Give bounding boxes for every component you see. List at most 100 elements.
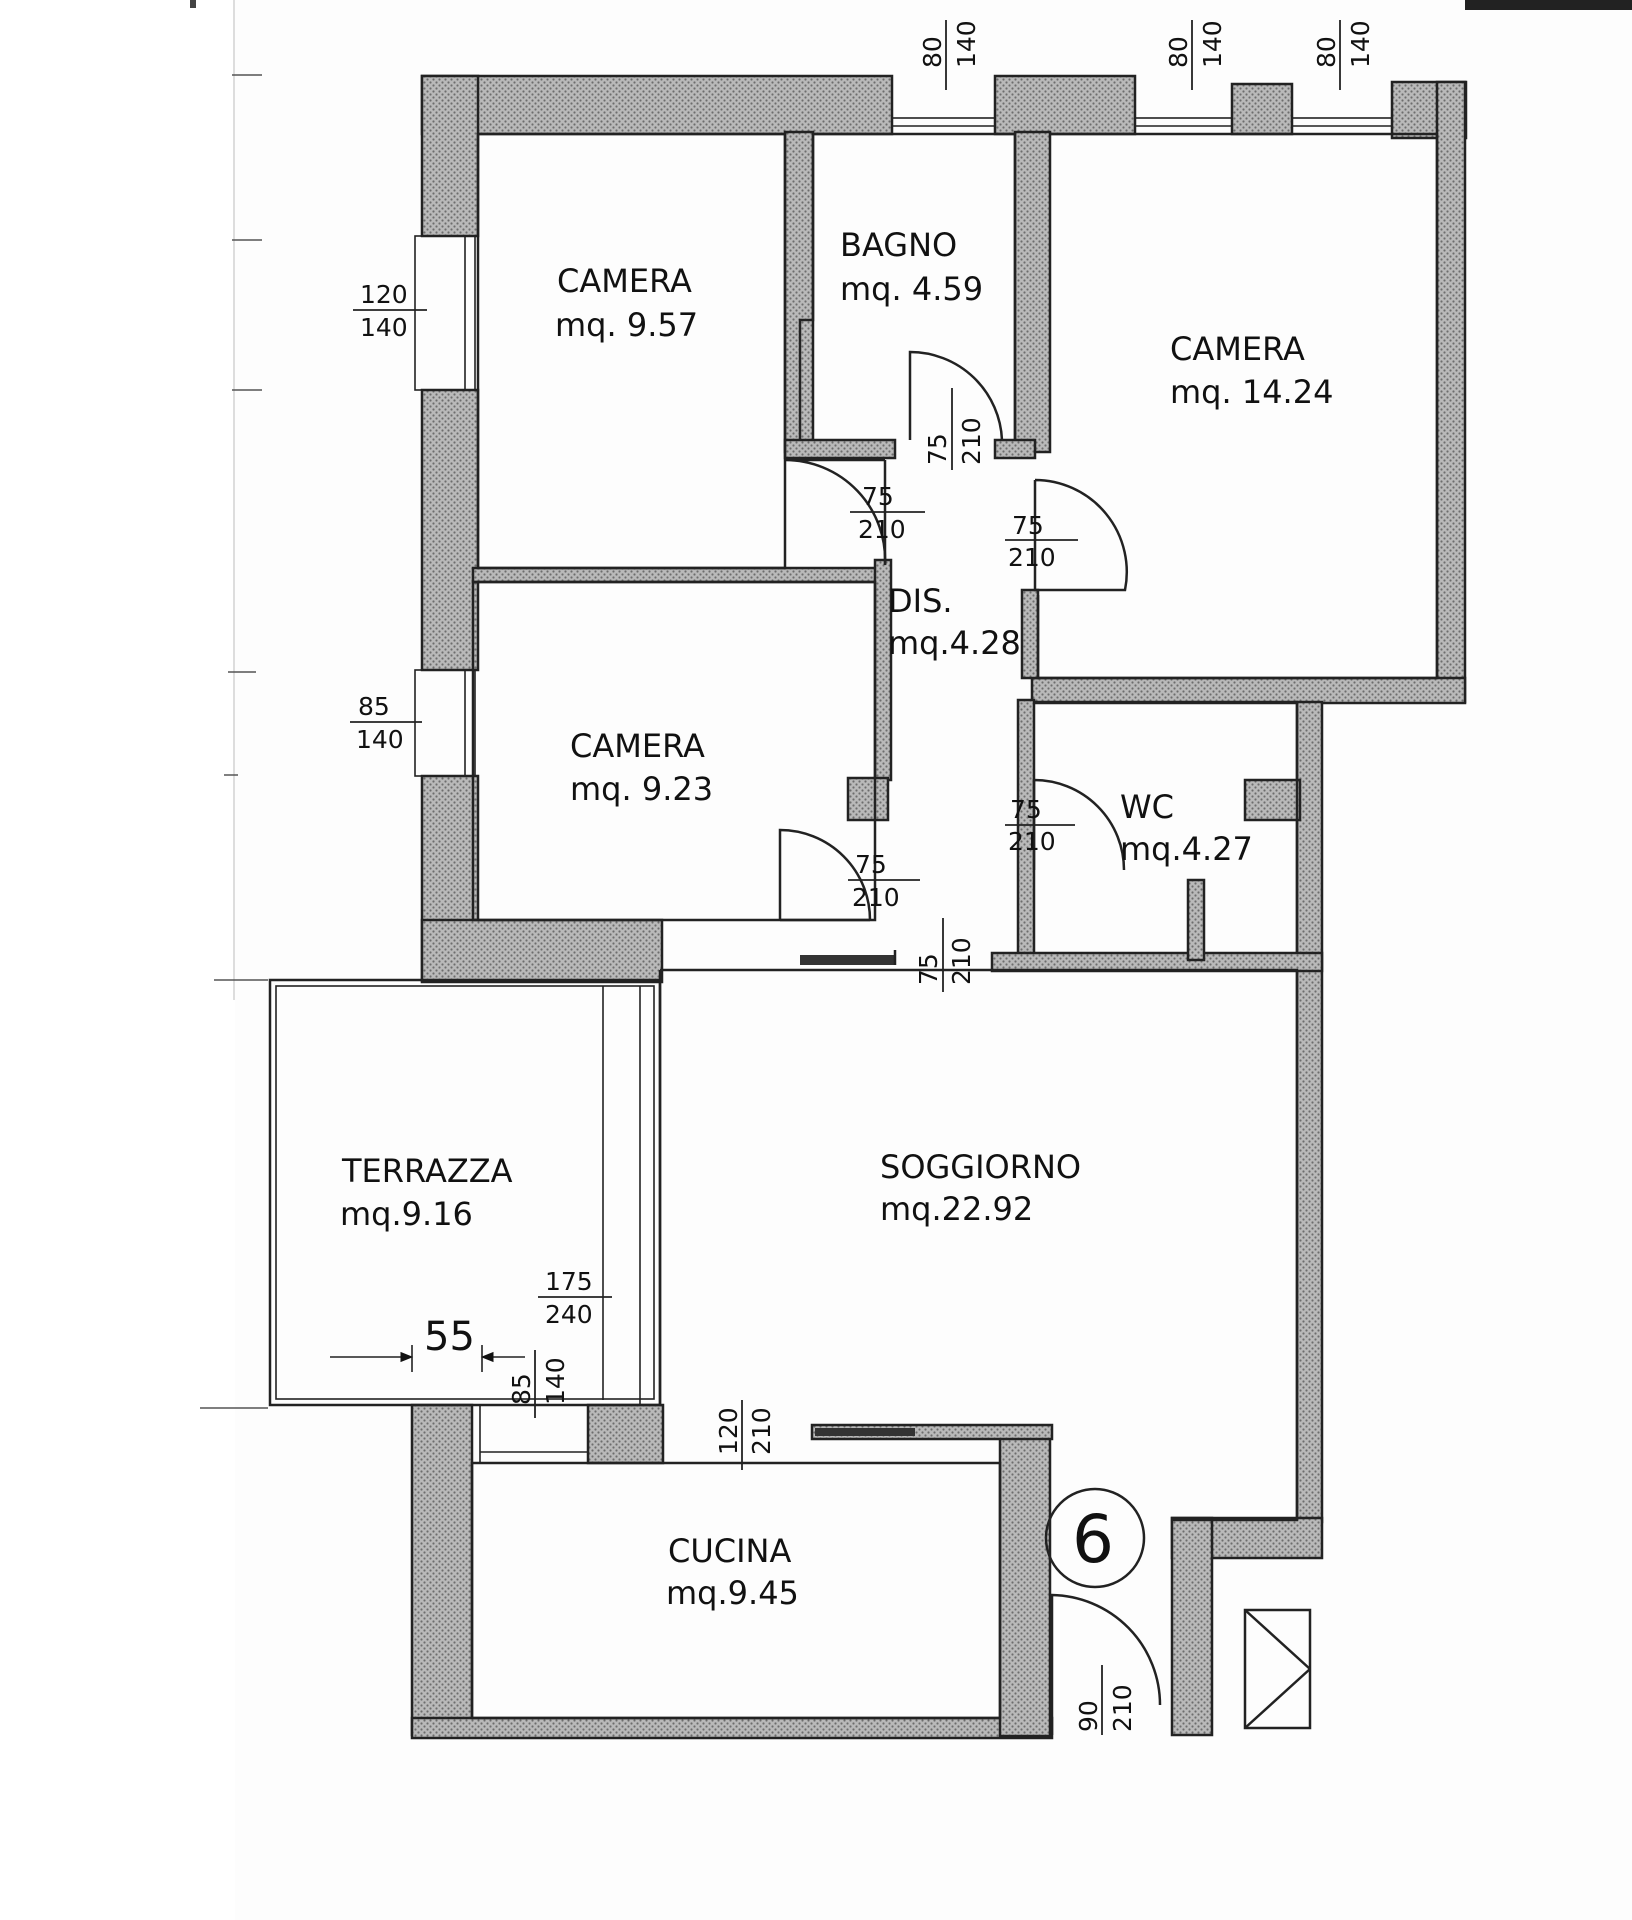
room-area-cucina: mq.9.45 [666, 1574, 799, 1612]
margin-ticks [200, 74, 268, 1409]
dim-door-soggiorno-height: 210 [947, 937, 976, 985]
dim-door-wc-width: 75 [1010, 795, 1042, 824]
unit-number-circle [1044, 1487, 1146, 1589]
room-name-bagno: BAGNO [840, 226, 957, 264]
room-name-camera-3: CAMERA [570, 727, 705, 765]
door-swing-camera-3 [778, 828, 872, 921]
room-area-camera-3: mq. 9.23 [570, 770, 713, 808]
room-area-wc: mq.4.27 [1120, 830, 1253, 868]
wall-stair-left [1170, 1516, 1214, 1737]
dim-55-label: 55 [424, 1314, 475, 1360]
dimension-bars [350, 20, 1341, 1735]
door-sliding-soggiorno [800, 955, 895, 965]
dimension-labels: 80 140 80 140 80 140 120 140 85 140 75 2… [356, 20, 1375, 1732]
wall-cucina-bottom [410, 1716, 1054, 1740]
wall-cam3-pier [846, 776, 890, 822]
dim-win-top-2-width: 80 [1164, 36, 1193, 68]
dim-door-bagno-height: 210 [957, 417, 986, 465]
dim-door-camera-3-width: 75 [855, 850, 887, 879]
wall-cucina-right [998, 1428, 1052, 1738]
dim-door-soggiorno-width: 75 [914, 953, 943, 985]
wall-top-left [420, 74, 894, 136]
scan-margin [0, 0, 235, 1920]
door-swing-camera-1 [784, 458, 887, 566]
room-area-dis: mq.4.28 [888, 624, 1021, 662]
dim-win-top-1-width: 80 [918, 36, 947, 68]
outline-bagno-left [798, 134, 815, 440]
dim-win-top-1-height: 140 [952, 20, 981, 68]
scan-edge-top-left [190, 0, 196, 8]
doors [778, 350, 1162, 1735]
door-swing-bagno [908, 350, 1004, 441]
room-name-dis: DIS. [888, 582, 953, 620]
door-sliding-cucina [815, 1428, 915, 1436]
dim-door-camera-2-height: 210 [1008, 543, 1056, 572]
room-name-camera-1: CAMERA [557, 262, 692, 300]
dimension-55 [330, 1345, 525, 1372]
dim-door-camera-1-width: 75 [862, 482, 894, 511]
dim-win-cucina-width: 85 [507, 1373, 536, 1405]
wall-cam3-bottom [420, 918, 664, 984]
outline-wc [1034, 700, 1299, 953]
unit-number: 6 [1072, 1501, 1114, 1578]
room-area-soggiorno: mq.22.92 [880, 1190, 1033, 1228]
wall-left-upper [420, 74, 480, 238]
wall-cam1-cam3 [471, 566, 890, 584]
window-left-2 [414, 669, 476, 777]
dim-win-left-1-height: 140 [360, 313, 408, 342]
dim-door-wc-height: 210 [1008, 827, 1056, 856]
wall-step [1030, 676, 1467, 705]
window-left-1 [414, 235, 476, 391]
outline-camera-1 [476, 132, 787, 570]
walls [410, 74, 1468, 1740]
outline-terrazza-inner [275, 985, 655, 1400]
outline-camera-3 [471, 580, 877, 922]
dim-door-entry-height: 210 [1108, 1684, 1137, 1732]
room-outlines [268, 132, 1439, 1720]
wall-bagno-bottom-left [783, 438, 897, 460]
room-area-bagno: mq. 4.59 [840, 270, 983, 308]
dim-win-top-3-height: 140 [1346, 20, 1375, 68]
room-name-soggiorno: SOGGIORNO [880, 1148, 1081, 1186]
dim-win-left-2-width: 85 [358, 692, 390, 721]
dim-win-cucina-height: 140 [541, 1357, 570, 1405]
room-name-wc: WC [1120, 788, 1174, 826]
windows [414, 117, 1393, 1464]
dim-door-bagno-width: 75 [923, 433, 952, 465]
room-area-camera-2: mq. 14.24 [1170, 373, 1333, 411]
dim-door-camera-2-width: 75 [1012, 511, 1044, 540]
dim-door-camera-3-height: 210 [852, 883, 900, 912]
dim-door-terrazza-width: 175 [545, 1267, 593, 1296]
stair-symbol [1243, 1608, 1312, 1730]
dim-door-entry-width: 90 [1074, 1700, 1103, 1732]
dim-door-camera-1-height: 210 [858, 515, 906, 544]
dim-win-left-2-height: 140 [356, 725, 404, 754]
wall-bagno-right [1013, 130, 1052, 454]
room-name-cucina: CUCINA [668, 1532, 791, 1570]
room-name-terrazza: TERRAZZA [341, 1152, 513, 1190]
door-swing-camera-2 [1033, 478, 1128, 592]
outline-cucina [470, 1461, 1002, 1720]
outline-soggiorno [660, 968, 1299, 1522]
wall-dis-right [1020, 588, 1040, 680]
outline-bagno [813, 132, 1017, 440]
window-cucina [479, 1404, 589, 1464]
room-name-camera-2: CAMERA [1170, 330, 1305, 368]
room-area-terrazza: mq.9.16 [340, 1195, 473, 1233]
wall-top-mid [993, 74, 1137, 136]
wall-wc-bottom [990, 951, 1324, 973]
dim-win-top-3-width: 80 [1312, 36, 1341, 68]
dim-door-cucina-height: 210 [747, 1407, 776, 1455]
wall-wc-stub [1186, 878, 1206, 962]
dim-door-cucina-width: 120 [714, 1407, 743, 1455]
outline-terrazza [268, 978, 662, 1407]
wall-cucina-top-right [586, 1403, 665, 1465]
wall-bagno-bottom-right [993, 438, 1037, 460]
room-labels: CAMERA mq. 9.57 BAGNO mq. 4.59 CAMERA mq… [340, 226, 1333, 1612]
dim-door-terrazza-height: 240 [545, 1300, 593, 1329]
wall-wc-shaft [1243, 778, 1302, 822]
wall-right-upper [1435, 80, 1467, 704]
door-swing-entry [1050, 1593, 1162, 1735]
